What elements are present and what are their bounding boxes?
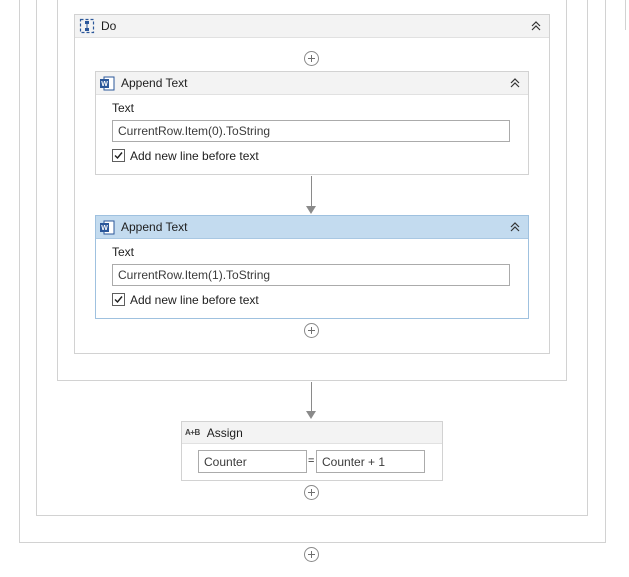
word-icon: W (100, 220, 115, 234)
do-scope-header[interactable]: Do (75, 15, 549, 38)
connector-line (311, 176, 312, 206)
outer-container (19, 0, 606, 543)
do-scope-title: Do (101, 19, 117, 33)
connector-arrow-icon (306, 411, 316, 419)
connector-arrow-icon (306, 206, 316, 214)
assign-title: Assign (206, 425, 243, 440)
body-container (36, 0, 588, 516)
word-icon: W (100, 76, 115, 90)
check-icon (114, 152, 123, 160)
svg-text:W: W (101, 81, 108, 88)
collapse-icon[interactable] (508, 76, 522, 90)
assign-to-field[interactable] (198, 450, 307, 473)
check-icon (114, 296, 123, 304)
text-input-2[interactable] (112, 264, 510, 286)
assign-icon: A+B (185, 428, 200, 437)
add-new-line-checkbox-1[interactable] (112, 149, 125, 162)
text-label-1: Text (112, 101, 135, 115)
add-activity-button[interactable] (304, 485, 319, 500)
add-activity-button[interactable] (304, 323, 319, 338)
add-new-line-label-2: Add new line before text (130, 293, 259, 307)
append-text-header-2[interactable]: W Append Text (96, 216, 528, 239)
add-activity-button[interactable] (304, 547, 319, 562)
equals-sign: = (308, 455, 315, 467)
text-input-1[interactable] (112, 120, 510, 142)
outer-right-edge (625, 0, 626, 30)
add-new-line-checkbox-2[interactable] (112, 293, 125, 306)
loop-container (57, 0, 567, 381)
text-label-2: Text (112, 245, 135, 259)
svg-text:W: W (101, 225, 108, 232)
append-text-title-1: Append Text (121, 76, 188, 90)
connector-line (311, 382, 312, 411)
collapse-icon[interactable] (529, 19, 543, 33)
append-text-header-1[interactable]: W Append Text (96, 72, 528, 95)
assign-value-field[interactable] (316, 450, 425, 473)
append-text-title-2: Append Text (121, 220, 188, 234)
collapse-icon[interactable] (508, 220, 522, 234)
add-new-line-label-1: Add new line before text (130, 149, 259, 163)
add-activity-button[interactable] (304, 51, 319, 66)
sequence-icon (79, 18, 95, 34)
assign-header[interactable]: A+B Assign (182, 422, 442, 444)
